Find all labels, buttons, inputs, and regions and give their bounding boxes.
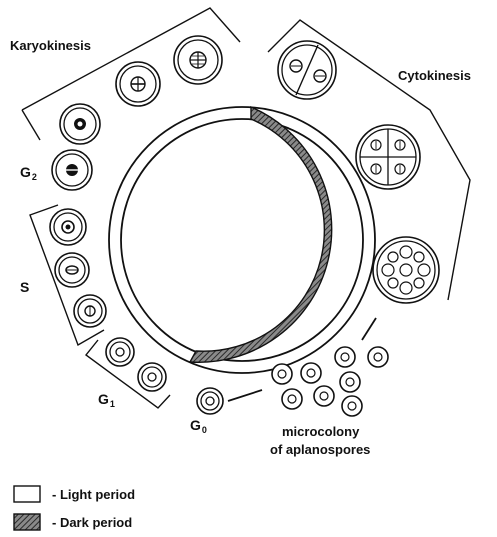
legend: - Light period - Dark period [14, 486, 135, 530]
legend-dark-label: - Dark period [52, 515, 132, 530]
aplanospore [340, 372, 360, 392]
cytokinesis-cell-2-daughters [278, 41, 336, 99]
g1-cell-1 [106, 338, 134, 366]
label-cytokinesis: Cytokinesis [398, 68, 471, 83]
legend-light: - Light period [14, 486, 135, 502]
aplanospore [301, 363, 321, 383]
label-aplanospores: of aplanospores [270, 442, 370, 457]
g0-connector [228, 390, 262, 401]
karyokinesis-cell-3 [174, 36, 222, 84]
legend-dark-swatch [14, 514, 40, 530]
g0-cell [197, 388, 223, 414]
label-microcolony: microcolony [282, 424, 360, 439]
cytokinesis-connector [362, 318, 376, 340]
cycle-ring [109, 107, 375, 373]
label-s: S [20, 279, 29, 295]
dark-period-arc [190, 107, 332, 362]
g1-cell-2 [138, 363, 166, 391]
g2-cell [52, 150, 92, 190]
s-cell-2 [55, 253, 89, 287]
label-g2: G2 [20, 164, 37, 182]
aplanospore [272, 364, 292, 384]
aplanospore [335, 347, 355, 367]
legend-dark: - Dark period [14, 514, 132, 530]
legend-light-label: - Light period [52, 487, 135, 502]
aplanospore [314, 386, 334, 406]
label-g1: G1 [98, 391, 115, 409]
aplanospore-cluster [272, 347, 388, 416]
s-cell-1 [50, 209, 86, 245]
karyokinesis-cell-2 [116, 62, 160, 106]
cytokinesis-cell-4-daughters [356, 125, 420, 189]
karyokinesis-cell-1 [60, 104, 100, 144]
label-karyokinesis: Karyokinesis [10, 38, 91, 53]
aplanospore [342, 396, 362, 416]
aplanospore [368, 347, 388, 367]
cytokinesis-cell-8-daughters [373, 237, 439, 303]
s-cell-3 [74, 295, 106, 327]
aplanospore [282, 389, 302, 409]
label-g0: G0 [190, 417, 207, 435]
legend-light-swatch [14, 486, 40, 502]
